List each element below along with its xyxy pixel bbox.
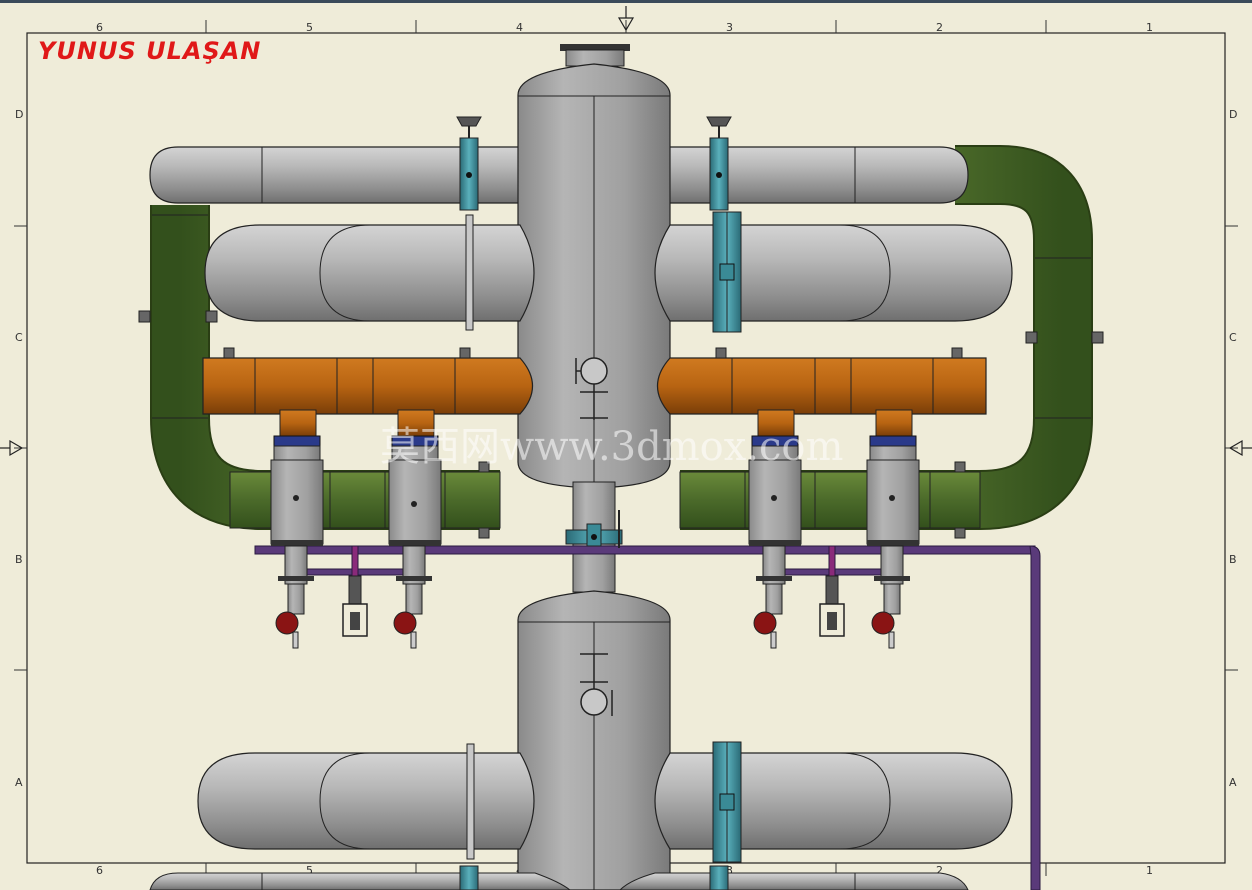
orange-header-left[interactable] [202,347,533,415]
mid-tank-right[interactable] [654,224,1013,322]
bottom-pipe-left[interactable] [149,865,571,890]
zone-label: 1 [1146,864,1153,877]
zone-label: C [15,331,23,344]
zone-label: B [15,553,23,566]
zone-label: A [1229,776,1237,789]
instrument-valve-right[interactable] [819,575,845,637]
riser-gate-valve[interactable] [565,510,623,548]
zone-labels-top: 6 5 4 3 2 1 [96,21,1153,34]
valve-handwheel-icon[interactable] [275,611,299,635]
zone-label: 2 [936,864,943,877]
watermark-text: 莫西网www.3dmox.com [380,424,843,470]
zone-label: D [15,108,23,121]
zone-label: 3 [726,21,733,34]
valve-handwheel-icon[interactable] [393,611,417,635]
zone-label: 5 [306,21,313,34]
valve-handwheel-icon[interactable] [871,611,895,635]
zone-label: 5 [306,864,313,877]
green-return-pipe-right[interactable] [679,145,1093,530]
top-valve-left[interactable] [456,116,482,331]
zone-labels-left: D C B A [15,108,23,789]
zone-label: D [1229,108,1237,121]
zone-label: A [15,776,23,789]
pump-unit-4[interactable] [866,409,920,649]
pump-unit-3[interactable] [748,409,802,649]
zone-label: C [1229,331,1237,344]
zone-label: 4 [516,21,523,34]
zone-label: B [1229,553,1237,566]
lower-vessel[interactable] [517,590,671,890]
lower-tank-right[interactable] [654,741,1013,863]
lower-tank-left[interactable] [197,743,535,860]
zone-label: 3 [726,864,733,877]
lower-vessel-nozzle-valve[interactable] [580,653,613,716]
zone-label: 6 [96,21,103,34]
instrument-valve-left[interactable] [342,575,368,637]
bottom-pipe-right[interactable] [619,865,969,890]
pipe-clips [138,310,1104,539]
pump-unit-2[interactable] [388,409,442,649]
mid-tank-left[interactable] [204,224,535,322]
pump-unit-1[interactable] [270,409,324,649]
author-title: YUNUS ULAŞAN [38,37,261,65]
zone-label: 6 [96,864,103,877]
valve-handwheel-icon[interactable] [753,611,777,635]
orange-header-right[interactable] [657,347,987,415]
zone-labels-right: D C B A [1229,108,1237,789]
upper-vessel-nozzle-valve[interactable] [575,357,608,420]
top-valve-right[interactable] [706,116,742,333]
zone-label: 2 [936,21,943,34]
top-pipe-left[interactable] [149,146,556,204]
zone-label: 1 [1146,21,1153,34]
top-pipe-right[interactable] [634,146,969,204]
